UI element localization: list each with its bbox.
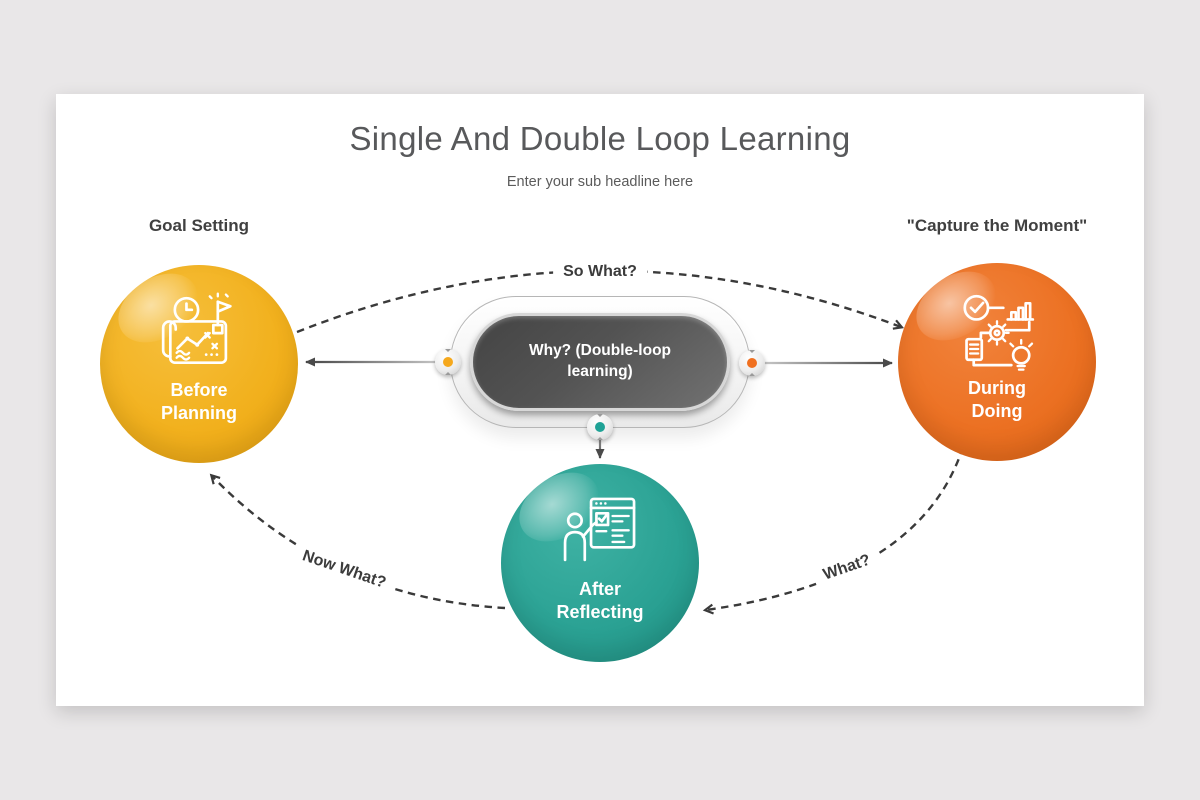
planning-map-icon (153, 291, 245, 377)
heading-goal-setting: Goal Setting (148, 216, 250, 235)
circle-after-reflecting: After Reflecting (501, 464, 699, 662)
center-pill: Why? (Double-loop learning) (470, 313, 730, 411)
slide-subtitle: Enter your sub headline here (506, 174, 694, 190)
connector-node-left (435, 349, 461, 375)
connector-dot-teal (595, 422, 605, 432)
loop-arc-bottom-left (209, 473, 506, 610)
connector-dot-orange (747, 358, 757, 368)
connector-arrows (209, 269, 965, 615)
process-workflow-icon (951, 289, 1043, 375)
connector-dot-yellow (443, 357, 453, 367)
circle-during-doing: During Doing (898, 263, 1096, 461)
slide: Single And Double Loop Learning Enter yo… (56, 94, 1144, 706)
center-loop-ring: Why? (Double-loop learning) (450, 296, 750, 428)
circle-label-after-reflecting: After Reflecting (556, 579, 644, 622)
circle-before-planning: Before Planning (100, 265, 298, 463)
loop-arc-bottom-right (702, 446, 965, 615)
circle-label-during-doing: During Doing (968, 378, 1026, 421)
reflecting-presentation-icon (554, 490, 646, 576)
slide-title: Single And Double Loop Learning (349, 120, 851, 157)
connector-node-right (739, 350, 765, 376)
loop-label-so-what: So What? (553, 262, 647, 282)
heading-capture-the-moment: "Capture the Moment" (906, 216, 1088, 235)
connector-node-bottom (587, 414, 613, 440)
circle-label-before-planning: Before Planning (161, 380, 237, 423)
